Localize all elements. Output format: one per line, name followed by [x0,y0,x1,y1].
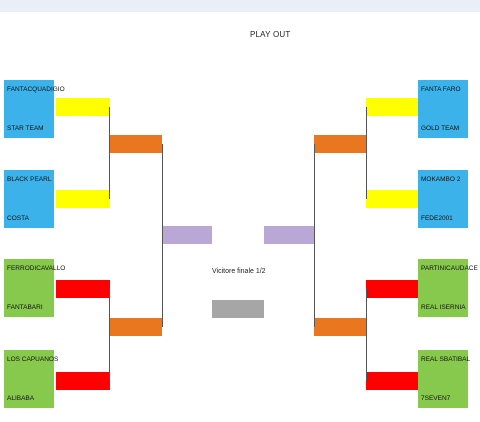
final-winner-label: Vicitore finale 1/2 [212,268,266,275]
team-name: REAL SBATIBAL [421,356,471,363]
match-slot-left-r1-3[interactable] [56,280,110,298]
team-box-right-1[interactable]: FANTA FARO GOLD TEAM [418,80,468,138]
team-box-right-3[interactable]: PARTINICAUDACE REAL ISERNIA [418,259,478,317]
team-name: PARTINICAUDACE [421,265,478,272]
team-box-left-3[interactable]: FERRODICAVALLO FANTABARI [4,259,65,317]
bracket-connector [366,107,367,199]
match-slot-right-r1-1[interactable] [366,98,418,116]
bracket-connector [109,107,110,199]
team-name: FEDE2001 [421,215,453,222]
bracket-connector [162,144,163,145]
match-slot-left-r2-1[interactable] [110,135,162,153]
match-slot-left-r1-1[interactable] [56,98,110,116]
bracket-sheet [0,12,480,422]
team-name: BLACK PEARL [7,176,52,183]
team-name: FANTA FARO [421,86,461,93]
team-name: STAR TEAM [7,125,44,132]
bracket-connector [109,289,110,381]
page-title: PLAY OUT [250,30,291,39]
match-slot-right-r1-4[interactable] [366,372,418,390]
team-box-left-2[interactable]: BLACK PEARL COSTA [4,170,54,228]
match-slot-left-r2-2[interactable] [110,318,162,336]
team-name: FANTABARI [7,304,43,311]
team-name: FERRODICAVALLO [7,265,66,272]
match-slot-right-r1-2[interactable] [366,190,418,208]
match-slot-left-semifinal[interactable] [162,226,212,244]
team-box-left-1[interactable]: FANTACQUADIGIO STAR TEAM [4,80,65,138]
team-box-right-4[interactable]: REAL SBATIBAL 7SEVEN7 [418,350,471,408]
match-slot-left-r1-2[interactable] [56,190,110,208]
match-slot-right-semifinal[interactable] [264,226,314,244]
team-name: COSTA [7,215,29,222]
bracket-connector [162,144,163,327]
final-winner-slot[interactable] [212,300,264,318]
team-name: ALIBABA [7,395,35,402]
team-name: LOS CAPUANOS [7,356,59,363]
bracket-connector [366,289,367,381]
team-box-right-2[interactable]: MOKAMBO 2 FEDE2001 [418,170,468,228]
team-name: MOKAMBO 2 [421,176,461,183]
match-slot-left-r1-4[interactable] [56,372,110,390]
team-name: REAL ISERNIA [421,304,466,311]
team-name: GOLD TEAM [421,125,460,132]
team-name: FANTACQUADIGIO [7,86,65,93]
match-slot-right-r1-3[interactable] [366,280,418,298]
team-box-left-4[interactable]: LOS CAPUANOS ALIBABA [4,350,58,408]
match-slot-right-r2-2[interactable] [314,318,366,336]
bracket-connector [314,144,315,327]
match-slot-right-r2-1[interactable] [314,135,366,153]
team-name: 7SEVEN7 [421,395,451,402]
